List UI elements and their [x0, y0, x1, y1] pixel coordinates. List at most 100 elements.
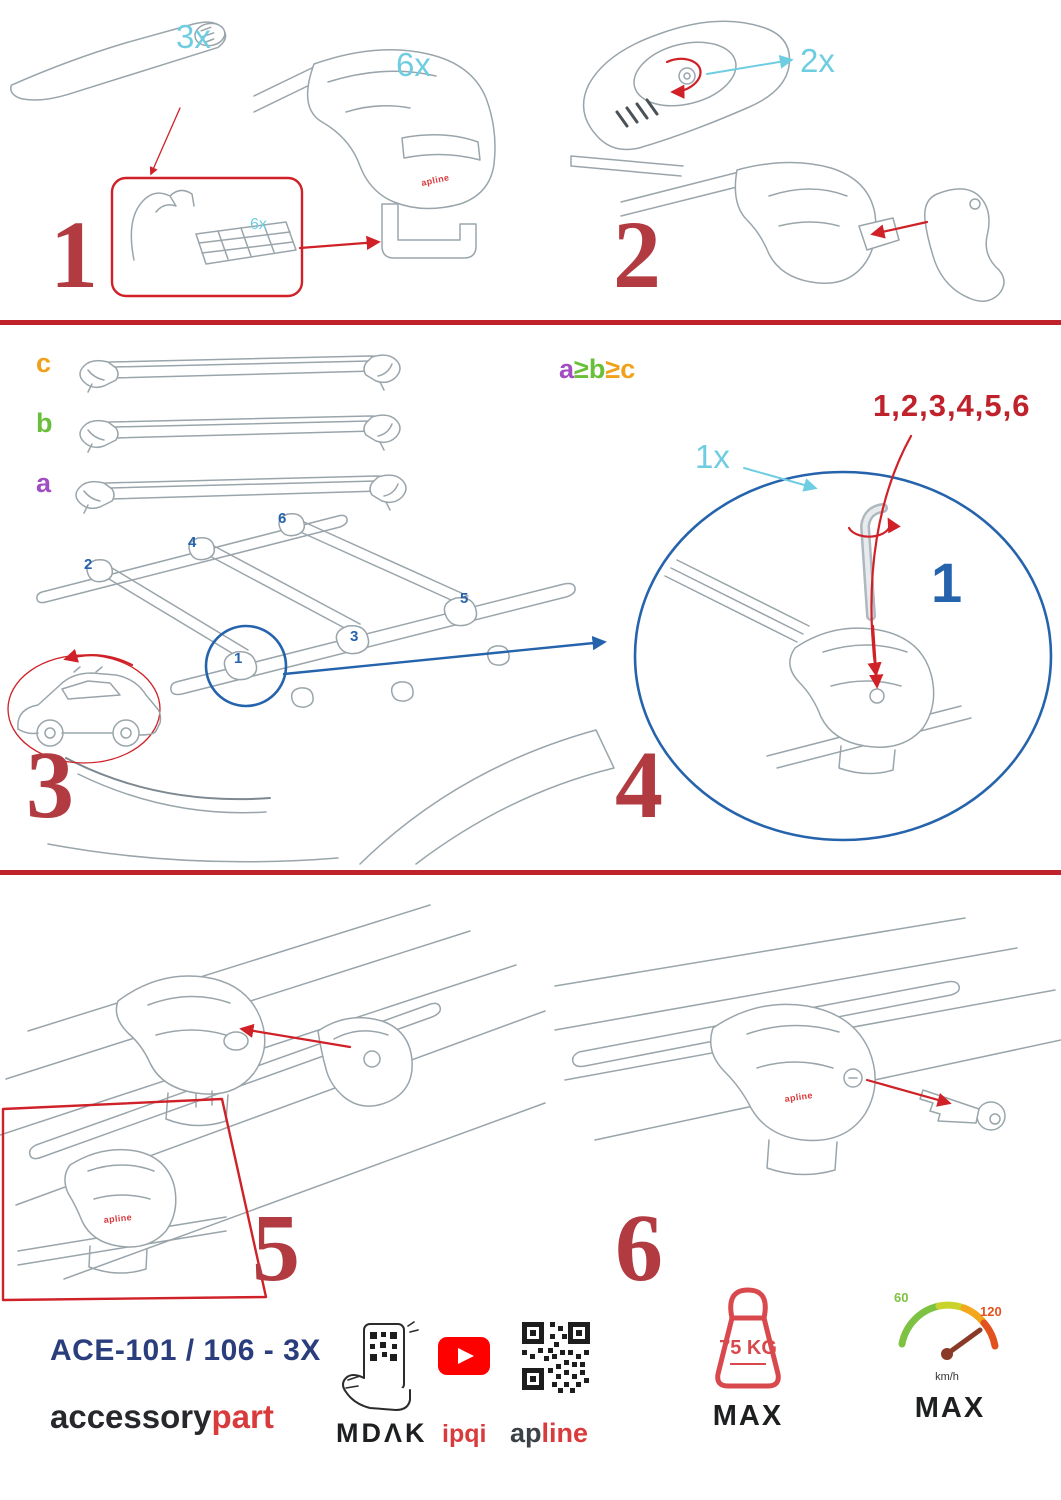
allen-key-icon — [860, 503, 888, 621]
step1-illustration: apline — [10, 21, 496, 298]
first-position-label: 1 — [931, 551, 963, 614]
rule-b: b — [588, 354, 606, 384]
step2-number: 2 — [613, 201, 661, 308]
pad-to-foot-arrow — [298, 235, 381, 251]
clamp-top-view-illustration — [570, 20, 791, 177]
crossbar-tube-illustration — [10, 21, 227, 101]
ipqi-wordmark: ipqi — [442, 1420, 487, 1448]
insert-clamp-arrow — [870, 220, 929, 239]
attach-cover-arrow — [239, 1023, 352, 1049]
rule-ge2: ≥ — [605, 354, 621, 384]
rule-c: c — [620, 354, 636, 384]
zoom-circle — [633, 470, 1053, 842]
brand-black: accessory — [50, 1398, 212, 1435]
quantity-label-clamps: 2x — [800, 42, 835, 79]
quantity-label-tool: 1x — [695, 438, 730, 475]
position-label-2: 2 — [84, 556, 93, 573]
speed-limit-icon: 60 120 km/h — [894, 1290, 1002, 1383]
position-label-6: 6 — [278, 510, 287, 527]
quantity-label-pads: 6x — [250, 216, 267, 233]
rule-ge1: ≥ — [574, 354, 589, 384]
step1-panel: apline 3x 6x 6x 1 — [0, 0, 560, 318]
tool-qty-arrow — [743, 467, 818, 492]
order-rule: a≥b≥c — [559, 354, 635, 385]
roof-overview-illustration — [36, 512, 615, 865]
focus-circle — [204, 624, 288, 708]
step1-number: 1 — [50, 201, 98, 308]
apline-black: ap — [510, 1418, 542, 1448]
speed-low-label: 60 — [894, 1290, 908, 1305]
step2-panel: 2x 2 — [555, 0, 1061, 318]
apline-red: line — [541, 1418, 589, 1448]
bar-label-b: b — [36, 408, 53, 438]
rotate-arrow — [665, 57, 702, 99]
locked-foot-inset: apline — [1, 1097, 268, 1302]
foot-lock-illustration: apline — [710, 1003, 876, 1176]
crossbar-front — [103, 567, 249, 659]
brand-label: apline — [784, 1090, 814, 1104]
step3-number: 3 — [26, 731, 74, 838]
apline-wordmark: apline — [510, 1418, 588, 1449]
step2-illustration — [570, 20, 1005, 302]
footer: ACE-101 / 106 - 3X accessorypart MDΛK ip… — [0, 1278, 1061, 1500]
brand-red: part — [211, 1398, 274, 1435]
weight-limit-icon: 75 KG — [715, 1287, 781, 1389]
position-label-4: 4 — [188, 534, 197, 551]
bar-label-a: a — [36, 468, 52, 498]
youtube-icon — [438, 1337, 490, 1375]
car-direction-inset — [7, 648, 162, 764]
position-label-5: 5 — [460, 590, 469, 607]
weight-value: 75 KG — [719, 1337, 777, 1359]
brand-wordmark: accessorypart — [50, 1398, 274, 1436]
zoom-pointer-arrow — [282, 635, 607, 676]
step4-number: 4 — [615, 731, 663, 838]
direction-arrow — [63, 648, 134, 667]
weight-max-label: MAX — [712, 1400, 784, 1432]
under-clamp-illustration — [924, 188, 1005, 302]
rotate-arrow — [847, 517, 901, 538]
rubber-pad-inset — [110, 176, 304, 298]
foot-clamp-illustration: apline — [253, 49, 496, 259]
key-arrow — [865, 1078, 952, 1107]
step4-panel: a≥b≥c 1,2,3,4,5,6 1x 1 4 — [555, 328, 1061, 873]
scan-phone-icon — [342, 1321, 419, 1411]
crossbar-b-illustration — [79, 414, 401, 453]
car-side-illustration — [17, 666, 162, 747]
quantity-label-feet: 6x — [396, 46, 431, 83]
crossbar-c-illustration — [79, 354, 401, 393]
step6-panel: apline 6 — [554, 877, 1061, 1305]
speed-limit-block: 60 120 km/h MAX — [875, 1278, 1025, 1425]
bar-label-c: c — [36, 348, 52, 378]
weight-limit-block: 75 KG MAX — [678, 1280, 818, 1433]
section-divider-2 — [0, 870, 1061, 875]
step6-illustration: apline — [554, 917, 1061, 1176]
quantity-label-bars: 3x — [176, 18, 211, 55]
brand-label: apline — [103, 1212, 132, 1225]
section-divider-1 — [0, 320, 1061, 325]
position-label-1: 1 — [234, 650, 243, 667]
step5-panel: apline 5 — [0, 877, 546, 1305]
crossbar-rear — [295, 521, 469, 605]
sequence-arrow — [867, 434, 913, 677]
step6-number: 6 — [615, 1194, 663, 1301]
rule-a: a — [559, 354, 575, 384]
tighten-sequence-label: 1,2,3,4,5,6 — [873, 388, 1031, 423]
foot-detail-illustration — [789, 627, 935, 775]
tube-pointer-line — [149, 107, 181, 176]
crossbar-a-illustration — [75, 474, 407, 514]
speed-max-label: MAX — [914, 1392, 986, 1424]
crossbar-middle — [205, 545, 361, 633]
model-code: ACE-101 / 106 - 3X — [50, 1334, 321, 1367]
key-icon — [919, 1089, 1006, 1131]
step5-illustration: apline — [0, 904, 546, 1302]
step3-panel: c b a — [0, 328, 620, 873]
step5-number: 5 — [252, 1194, 300, 1301]
position-label-3: 3 — [350, 628, 359, 645]
speed-unit-label: km/h — [935, 1371, 959, 1383]
mdak-wordmark: MDΛK — [336, 1418, 428, 1448]
qty-pointer-arrow — [706, 54, 794, 75]
qr-code-icon — [522, 1322, 590, 1393]
crossbar-end-illustration — [620, 161, 1005, 302]
cover-cap-illustration — [317, 1016, 413, 1107]
